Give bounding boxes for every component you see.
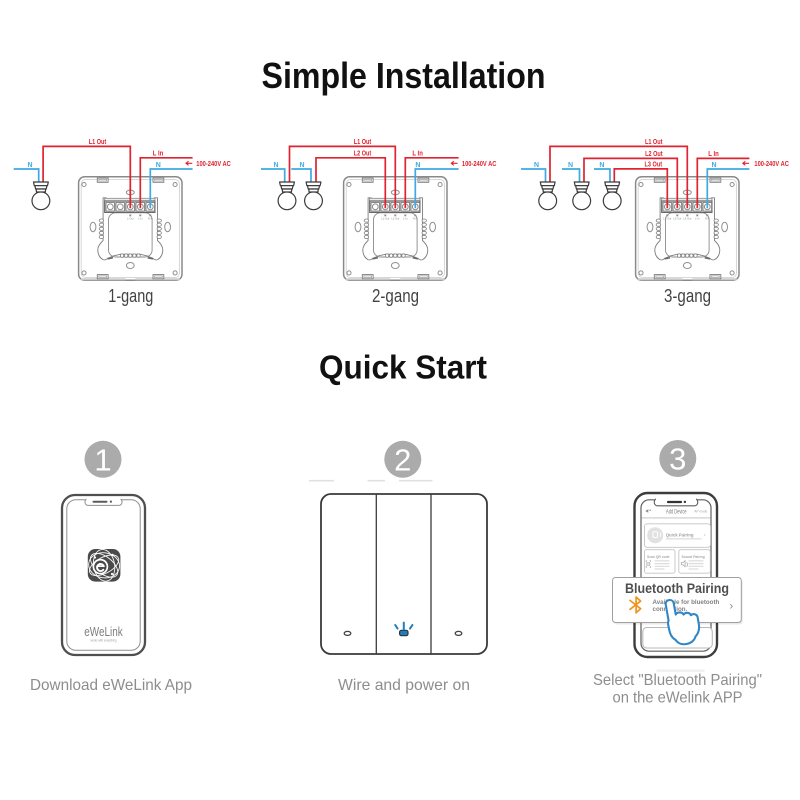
svg-text:Download eWeLink App: Download eWeLink App [30,677,192,694]
svg-text:works with everything: works with everything [91,638,117,643]
svg-text:Select "Bluetooth Pairing": Select "Bluetooth Pairing" [593,672,762,689]
svg-text:N: N [27,162,32,169]
svg-text:L In: L In [708,151,719,158]
svg-text:L-In: L-In [138,217,143,221]
svg-text:L1 Out: L1 Out [354,139,372,146]
svg-text:Scan QR code: Scan QR code [647,554,670,559]
svg-text:3-gang: 3-gang [664,285,711,306]
svg-text:2: 2 [394,443,411,478]
svg-text:L-In: L-In [695,217,700,221]
svg-text:L-Out: L-Out [127,217,134,221]
svg-text:L-In: L-In [403,217,408,221]
svg-text:L2-Out: L2-Out [391,217,399,221]
svg-text:Wire and power on: Wire and power on [338,677,470,694]
svg-text:N: N [711,162,716,169]
svg-text:2-gang: 2-gang [372,285,419,306]
svg-text:N: N [415,162,420,169]
svg-text:L1-Out: L1-Out [381,217,389,221]
svg-text:N-In: N-In [148,217,153,221]
svg-text:on the eWelink APP: on the eWelink APP [613,690,743,707]
svg-text:L1 Out: L1 Out [89,139,107,146]
svg-text:N: N [599,162,604,169]
svg-text:100-240V AC: 100-240V AC [754,159,789,168]
svg-text:1: 1 [94,443,111,478]
svg-text:Add Device: Add Device [666,508,687,515]
svg-text:1-gang: 1-gang [108,285,153,306]
svg-text:N: N [273,162,278,169]
svg-text:100-240V AC: 100-240V AC [462,159,497,168]
svg-text:Available for bluetooth: Available for bluetooth [653,599,720,606]
svg-text:L1 Out: L1 Out [645,139,663,146]
svg-text:Bluetooth Pairing: Bluetooth Pairing [625,581,729,596]
svg-text:N: N [568,162,573,169]
svg-text:›: › [730,601,734,613]
svg-text:Quick Pairing: Quick Pairing [666,533,694,539]
svg-text:L2 Out: L2 Out [645,151,663,158]
svg-text:L3-Out: L3-Out [683,217,691,221]
svg-text:eWeLink: eWeLink [84,625,123,639]
svg-text:L2 Out: L2 Out [354,151,372,158]
svg-text:L2-Out: L2-Out [673,217,681,221]
svg-text:N-In: N-In [413,217,418,221]
svg-text:100-240V AC: 100-240V AC [196,159,231,168]
svg-text:N: N [299,162,304,169]
svg-text:3: 3 [669,442,686,477]
svg-text:L In: L In [412,151,423,158]
svg-text:›: › [704,533,706,539]
svg-text:L1-Out: L1-Out [663,217,671,221]
svg-text:Sound Pairing: Sound Pairing [682,554,706,559]
svg-text:N-In: N-In [705,217,710,221]
svg-text:Simple Installation: Simple Installation [262,55,546,96]
svg-text:Quick Start: Quick Start [319,349,487,386]
svg-text:N: N [534,162,539,169]
svg-text:L In: L In [153,151,164,158]
svg-text:N: N [156,162,161,169]
svg-text:L3 Out: L3 Out [645,162,663,169]
svg-text:AP mode: AP mode [694,510,707,514]
